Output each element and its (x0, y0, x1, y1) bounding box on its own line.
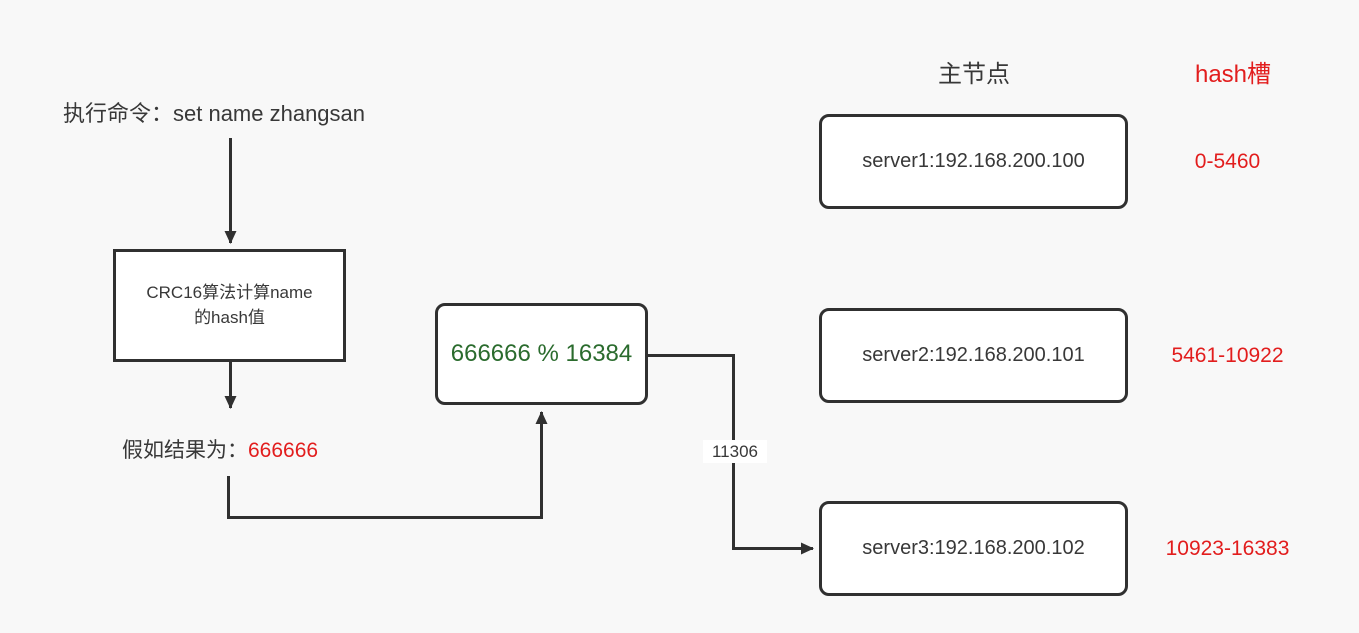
header-hash-slot: hash槽 (1194, 61, 1272, 88)
edge-label-slot-number: 11306 (703, 440, 767, 463)
result-text: 假如结果为：666666 (122, 434, 318, 464)
server2-label: server2:192.168.200.101 (862, 344, 1085, 366)
mod-expression-box: 666666 % 16384 (435, 303, 648, 405)
server3-slot-range: 10923-16383 (1165, 536, 1290, 560)
connector-result-to-mod-box (227, 411, 548, 519)
server2-slot-range: 5461-10922 (1171, 343, 1284, 367)
result-value: 666666 (248, 439, 319, 462)
header-master-node: 主节点 (938, 61, 1010, 88)
server2-box: server2:192.168.200.101 (819, 308, 1128, 403)
crc-hash-box: CRC16算法计算name 的hash值 (113, 249, 346, 362)
server1-box: server1:192.168.200.100 (819, 114, 1128, 209)
result-prefix: 假如结果为： (122, 439, 248, 462)
server3-label: server3:192.168.200.102 (862, 537, 1085, 559)
crc-hash-box-line1: CRC16算法计算name (146, 282, 313, 302)
crc-hash-box-line2: 的hash值 (194, 307, 265, 327)
server3-box: server3:192.168.200.102 (819, 501, 1128, 596)
command-text: 执行命令：set name zhangsan (63, 101, 366, 126)
mod-expression: 666666 % 16384 (450, 340, 633, 367)
server1-label: server1:192.168.200.100 (862, 150, 1085, 172)
server1-slot-range: 0-5460 (1194, 149, 1261, 173)
